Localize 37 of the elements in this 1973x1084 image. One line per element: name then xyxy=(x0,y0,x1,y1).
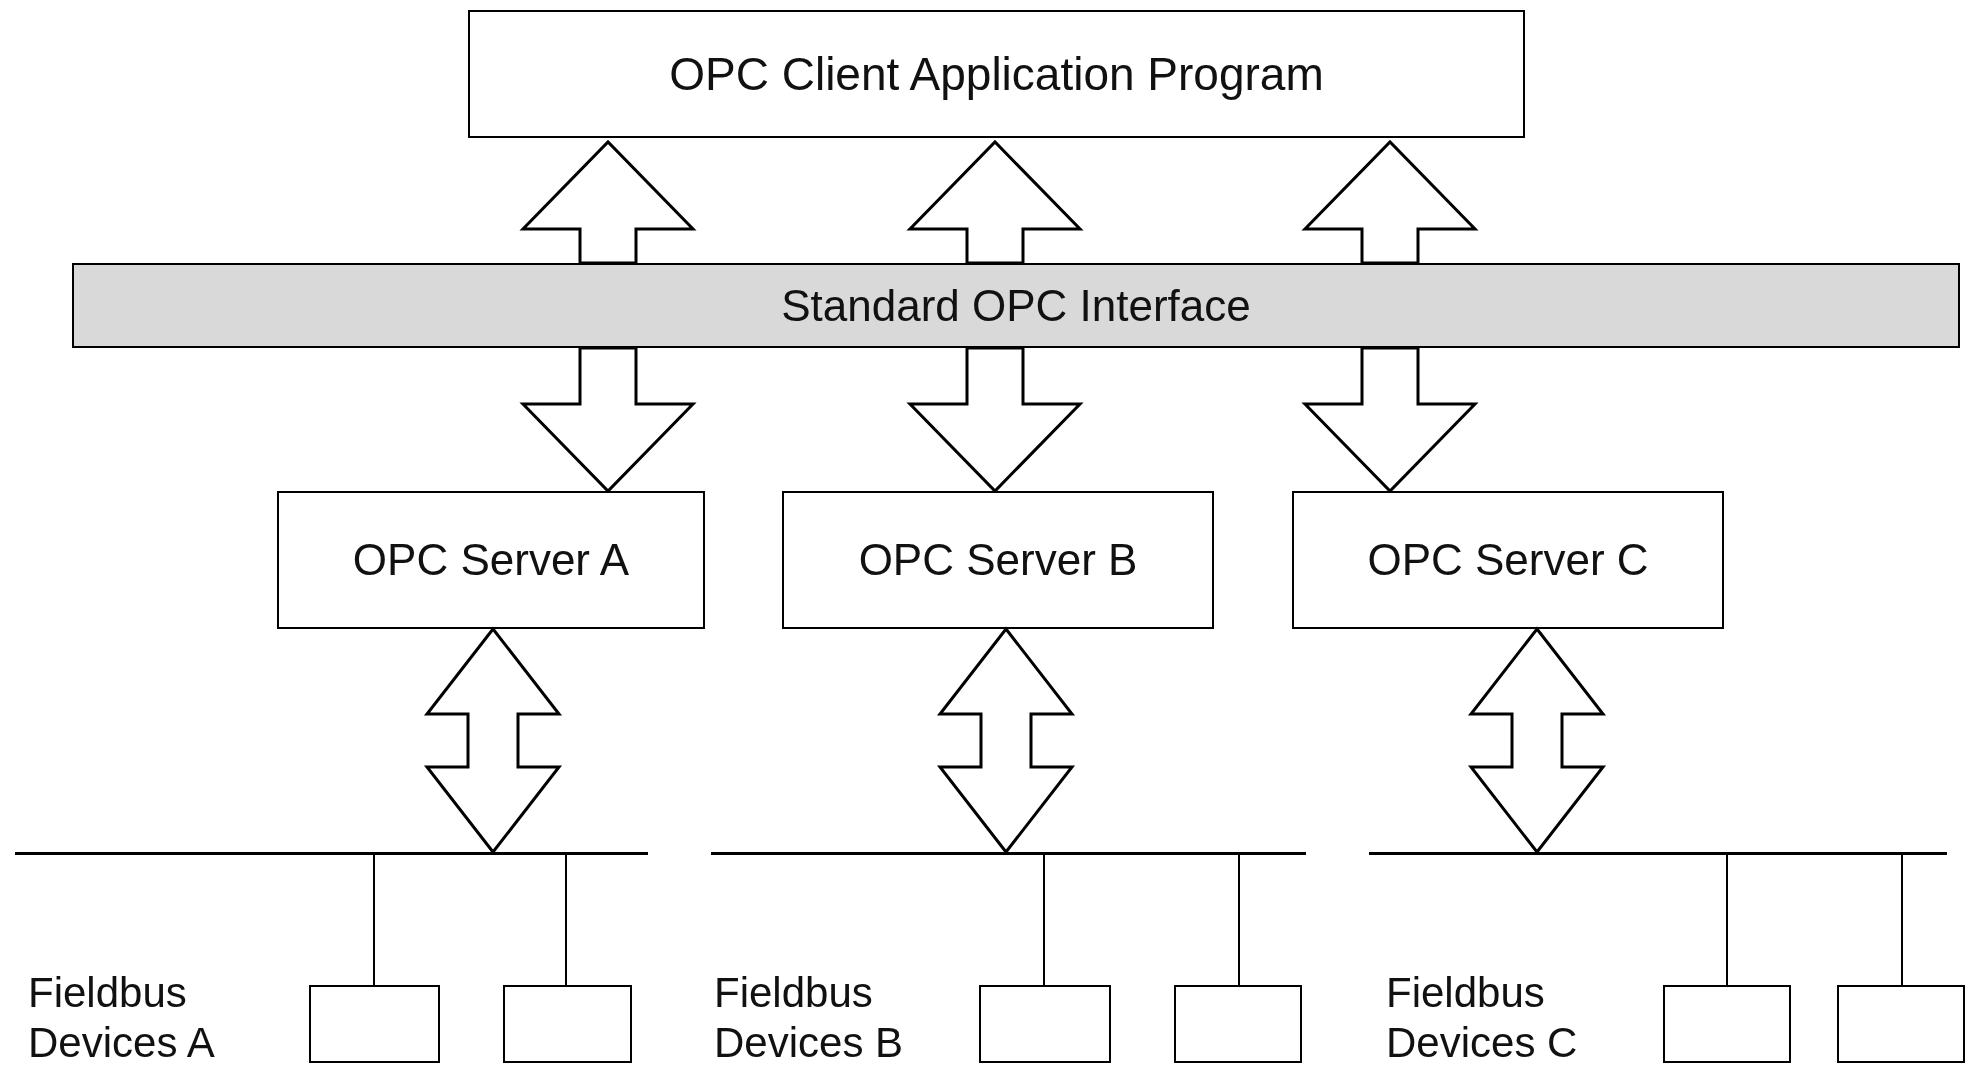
interface-band xyxy=(72,263,1960,348)
block-arrow xyxy=(519,346,697,494)
device-box xyxy=(309,985,440,1063)
block-arrow xyxy=(423,626,563,855)
connector-line xyxy=(1726,854,1728,986)
device-box xyxy=(1174,985,1302,1063)
server-box xyxy=(782,491,1214,629)
box-label: OPC Server B xyxy=(858,535,1138,585)
connector-line xyxy=(565,854,567,986)
server-box xyxy=(277,491,705,629)
group-label: Fieldbus Devices A xyxy=(28,968,216,1069)
connector-line xyxy=(1238,854,1240,986)
application-box xyxy=(468,10,1525,138)
group-label: Fieldbus Devices C xyxy=(1386,968,1579,1069)
block-arrow xyxy=(1301,139,1479,265)
box-label: OPC Client Application Program xyxy=(669,47,1324,101)
block-arrow xyxy=(906,139,1084,265)
device-box xyxy=(979,985,1111,1063)
device-box xyxy=(1837,985,1965,1063)
bus-line xyxy=(1369,852,1947,855)
block-arrow xyxy=(1467,626,1607,855)
connector-line xyxy=(373,854,375,986)
connector-line xyxy=(1901,854,1903,986)
block-arrow xyxy=(1301,346,1479,494)
group-label: Fieldbus Devices B xyxy=(714,968,905,1069)
bus-line xyxy=(15,852,648,855)
interface-label: Standard OPC Interface xyxy=(781,280,1251,331)
server-box xyxy=(1292,491,1724,629)
device-box xyxy=(503,985,632,1063)
block-arrow xyxy=(906,346,1084,494)
bus-line xyxy=(711,852,1306,855)
block-arrow xyxy=(519,139,697,265)
box-label: OPC Server A xyxy=(352,535,630,585)
block-arrow xyxy=(936,626,1076,855)
box-label: OPC Server C xyxy=(1367,535,1649,585)
device-box xyxy=(1663,985,1791,1063)
connector-line xyxy=(1043,854,1045,986)
